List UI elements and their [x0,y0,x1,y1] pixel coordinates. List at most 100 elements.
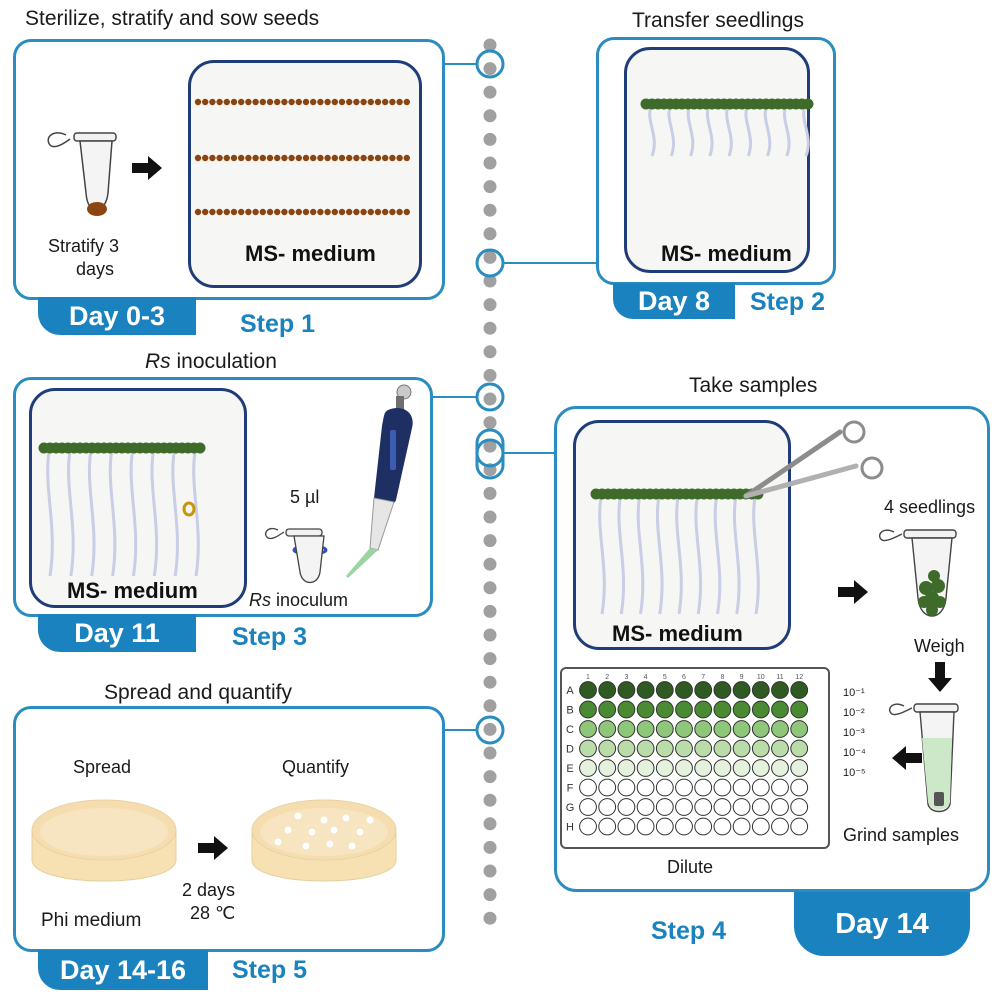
step5-label: Step 5 [232,956,308,984]
well [790,798,809,816]
seed [310,154,317,162]
well [617,700,636,719]
seed [288,98,295,106]
seed [367,154,374,162]
seed [382,208,389,216]
seed [281,154,288,162]
well [636,681,655,699]
seed [202,208,209,216]
well [579,739,597,758]
well [790,739,809,758]
seed [216,208,223,216]
well [713,817,732,836]
seed [259,154,266,162]
timeline-dot [483,368,497,382]
timeline-dot [483,156,497,170]
well [579,778,597,797]
step2-plate [624,47,810,273]
plate-row-label: F [567,783,574,795]
seed [194,208,202,216]
seed [331,154,338,162]
seed [194,98,202,106]
quantify-label: Quantify [282,757,350,777]
well [790,759,809,777]
well [751,739,770,758]
sample-tube-icon [878,529,957,617]
well [694,681,713,699]
seed [317,98,324,106]
timeline-dot [483,817,497,831]
timeline-dot [483,345,497,359]
well [732,720,751,738]
volume-label: 5 µl [290,487,320,507]
plate-col-label: 4 [644,674,648,681]
well [675,759,693,777]
seed [252,208,259,216]
plate-col-label: 7 [701,674,705,681]
root [87,445,96,577]
step1-title: Sterilize, stratify and sow seeds [25,7,320,30]
timeline-dot [483,250,497,264]
well [713,798,732,816]
well [732,681,751,699]
seed [238,208,245,216]
well [790,700,809,719]
well [655,759,674,777]
timeline-dot [483,581,497,595]
step1-day-tab: Day 0-3 [38,297,196,335]
well [771,739,789,758]
timeline-dot [483,38,497,52]
well [598,798,617,816]
step3-title-rest: inoculation [170,350,277,373]
seedlings-count-label: 4 seedlings [884,497,976,517]
seed [346,208,353,216]
well [675,700,693,719]
well [636,700,655,719]
seed [252,154,259,162]
seed [360,154,367,162]
root [713,491,722,615]
seed [338,208,346,216]
well [579,759,597,777]
well [675,739,693,758]
well [675,720,693,738]
well [579,817,597,836]
well [790,681,809,699]
timeline-dot [483,888,497,902]
well [713,759,732,777]
root [129,445,138,577]
seed [223,154,230,162]
timeline-dot [483,439,497,453]
seed [295,98,302,106]
timeline-dot [483,864,497,878]
seed [252,98,259,106]
well [617,759,636,777]
seed [317,154,324,162]
dilute-label: Dilute [667,857,714,877]
well [617,817,636,836]
seed [288,154,295,162]
well [694,759,713,777]
seed [302,208,310,216]
step4-medium-label: MS- medium [612,621,743,646]
seed [353,208,360,216]
seed [389,154,396,162]
seed [310,208,317,216]
incubation-temp: 28 ℃ [190,903,236,923]
leaf [194,442,206,454]
well [655,778,674,797]
inoculation-spot-icon [182,501,196,517]
plate-col-label: 5 [663,674,667,681]
seed [360,98,367,106]
stratify-label-line2: days [76,259,115,279]
well [732,817,751,836]
well [655,720,674,738]
arrow-down-icon [928,662,952,692]
well [636,798,655,816]
well [751,817,770,836]
well [636,817,655,836]
timeline-dot [483,770,497,784]
